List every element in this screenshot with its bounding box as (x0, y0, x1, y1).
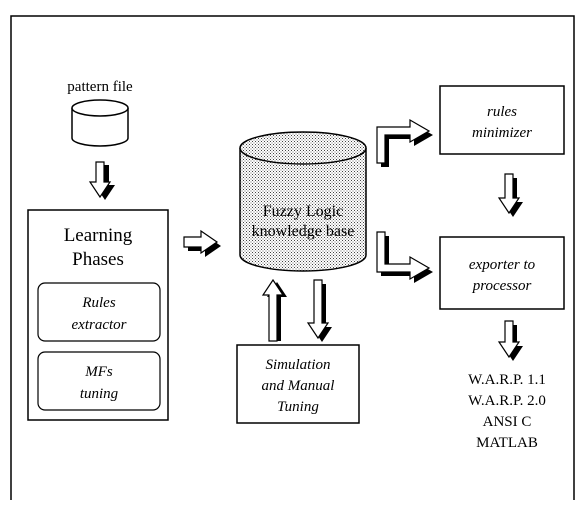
arrow-pattern-to-learning (88, 161, 115, 200)
learning-phases-title-line1: Learning (64, 225, 133, 246)
outer-frame (10, 15, 575, 500)
knowledge-base-line2: knowledge base (252, 223, 355, 240)
arrow-simulation-to-kb (261, 278, 287, 342)
simulation-line1: Simulation (265, 357, 330, 373)
target-matlab: MATLAB (476, 435, 538, 451)
target-warp-20: W.A.R.P. 2.0 (468, 393, 546, 409)
mfs-tuning-line1: MFs (84, 364, 113, 380)
arrow-minimizer-to-exporter (497, 173, 523, 217)
rules-extractor-line1: Rules (81, 295, 115, 311)
rules-minimizer-box (439, 85, 565, 155)
simulation-box (236, 344, 360, 424)
pattern-file-label: pattern file (67, 79, 133, 95)
arrow-kb-to-simulation (306, 279, 332, 342)
exporter-line2: processor (472, 278, 532, 294)
rules-extractor-line2: extractor (72, 317, 127, 333)
arrow-learning-to-kb (183, 229, 221, 257)
rules-extractor-box (37, 282, 161, 342)
target-warp-11: W.A.R.P. 1.1 (468, 372, 546, 388)
exporter-line1: exporter to (469, 257, 536, 273)
arrow-kb-to-exporter (376, 231, 433, 283)
knowledge-base-line1: Fuzzy Logic (263, 203, 343, 220)
target-ansi-c: ANSI C (483, 414, 532, 430)
mfs-tuning-line2: tuning (80, 386, 119, 402)
arrow-exporter-to-targets (497, 320, 523, 361)
knowledge-base-cylinder (239, 131, 367, 272)
rules-minimizer-line2: minimizer (472, 125, 532, 141)
pattern-file-cylinder (71, 99, 129, 147)
simulation-line3: Tuning (277, 399, 319, 415)
simulation-line2: and Manual (262, 378, 335, 394)
arrow-kb-to-minimizer (376, 118, 433, 167)
exporter-box (439, 236, 565, 310)
rules-minimizer-line1: rules (487, 104, 517, 120)
mfs-tuning-box (37, 351, 161, 411)
learning-phases-title-line2: Phases (72, 249, 124, 270)
